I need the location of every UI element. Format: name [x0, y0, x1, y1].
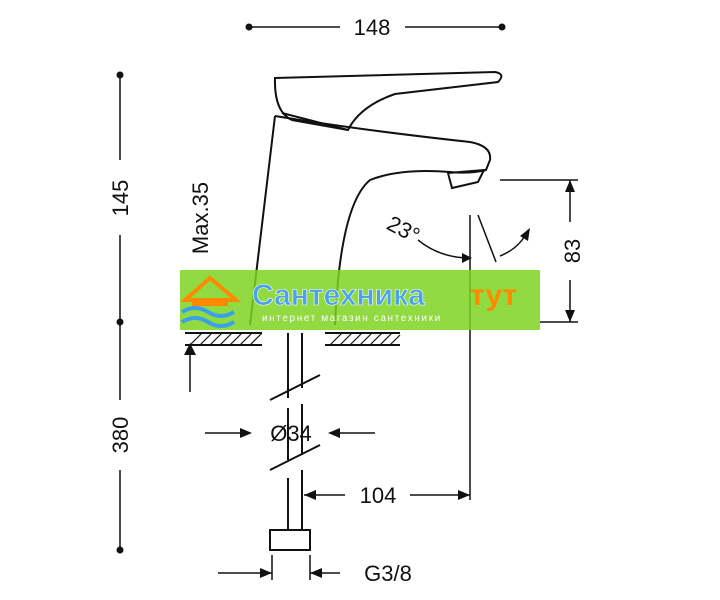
- dimension-width-top-label: 148: [354, 15, 391, 40]
- dimension-max-thickness: Max.35: [184, 182, 213, 392]
- watermark-title-accent: тут: [470, 279, 517, 312]
- dimension-angle-label: 23°: [383, 211, 424, 249]
- dimension-height-lower-label: 380: [108, 417, 133, 454]
- dimension-thread-label: G3/8: [364, 561, 412, 586]
- dimension-reach-label: 104: [360, 483, 397, 508]
- dimension-reach: 104: [304, 215, 471, 508]
- dimension-max-thickness-label: Max.35: [188, 182, 213, 254]
- dimension-spout-height-label: 83: [560, 239, 585, 263]
- watermark-banner: Сантехника тут интернет магазин сантехни…: [179, 270, 540, 330]
- dimension-width-top: 148: [245, 15, 506, 40]
- dimension-thread: G3/8: [218, 555, 412, 586]
- watermark-subtitle: интернет магазин сантехники: [262, 313, 442, 324]
- dimension-spout-height: 83: [500, 179, 585, 323]
- dimension-diameter-label: Ø34: [270, 421, 312, 446]
- watermark-title: Сантехника: [252, 279, 425, 312]
- dimension-diameter: Ø34: [205, 421, 375, 446]
- supply-hose: [269, 333, 321, 551]
- watermark-house-icon: [179, 275, 242, 328]
- dimension-height-left: 145 380: [108, 71, 133, 554]
- dimension-angle: 23°: [383, 211, 530, 263]
- deck-hatching: [185, 332, 401, 346]
- dimension-height-upper-label: 145: [108, 180, 133, 217]
